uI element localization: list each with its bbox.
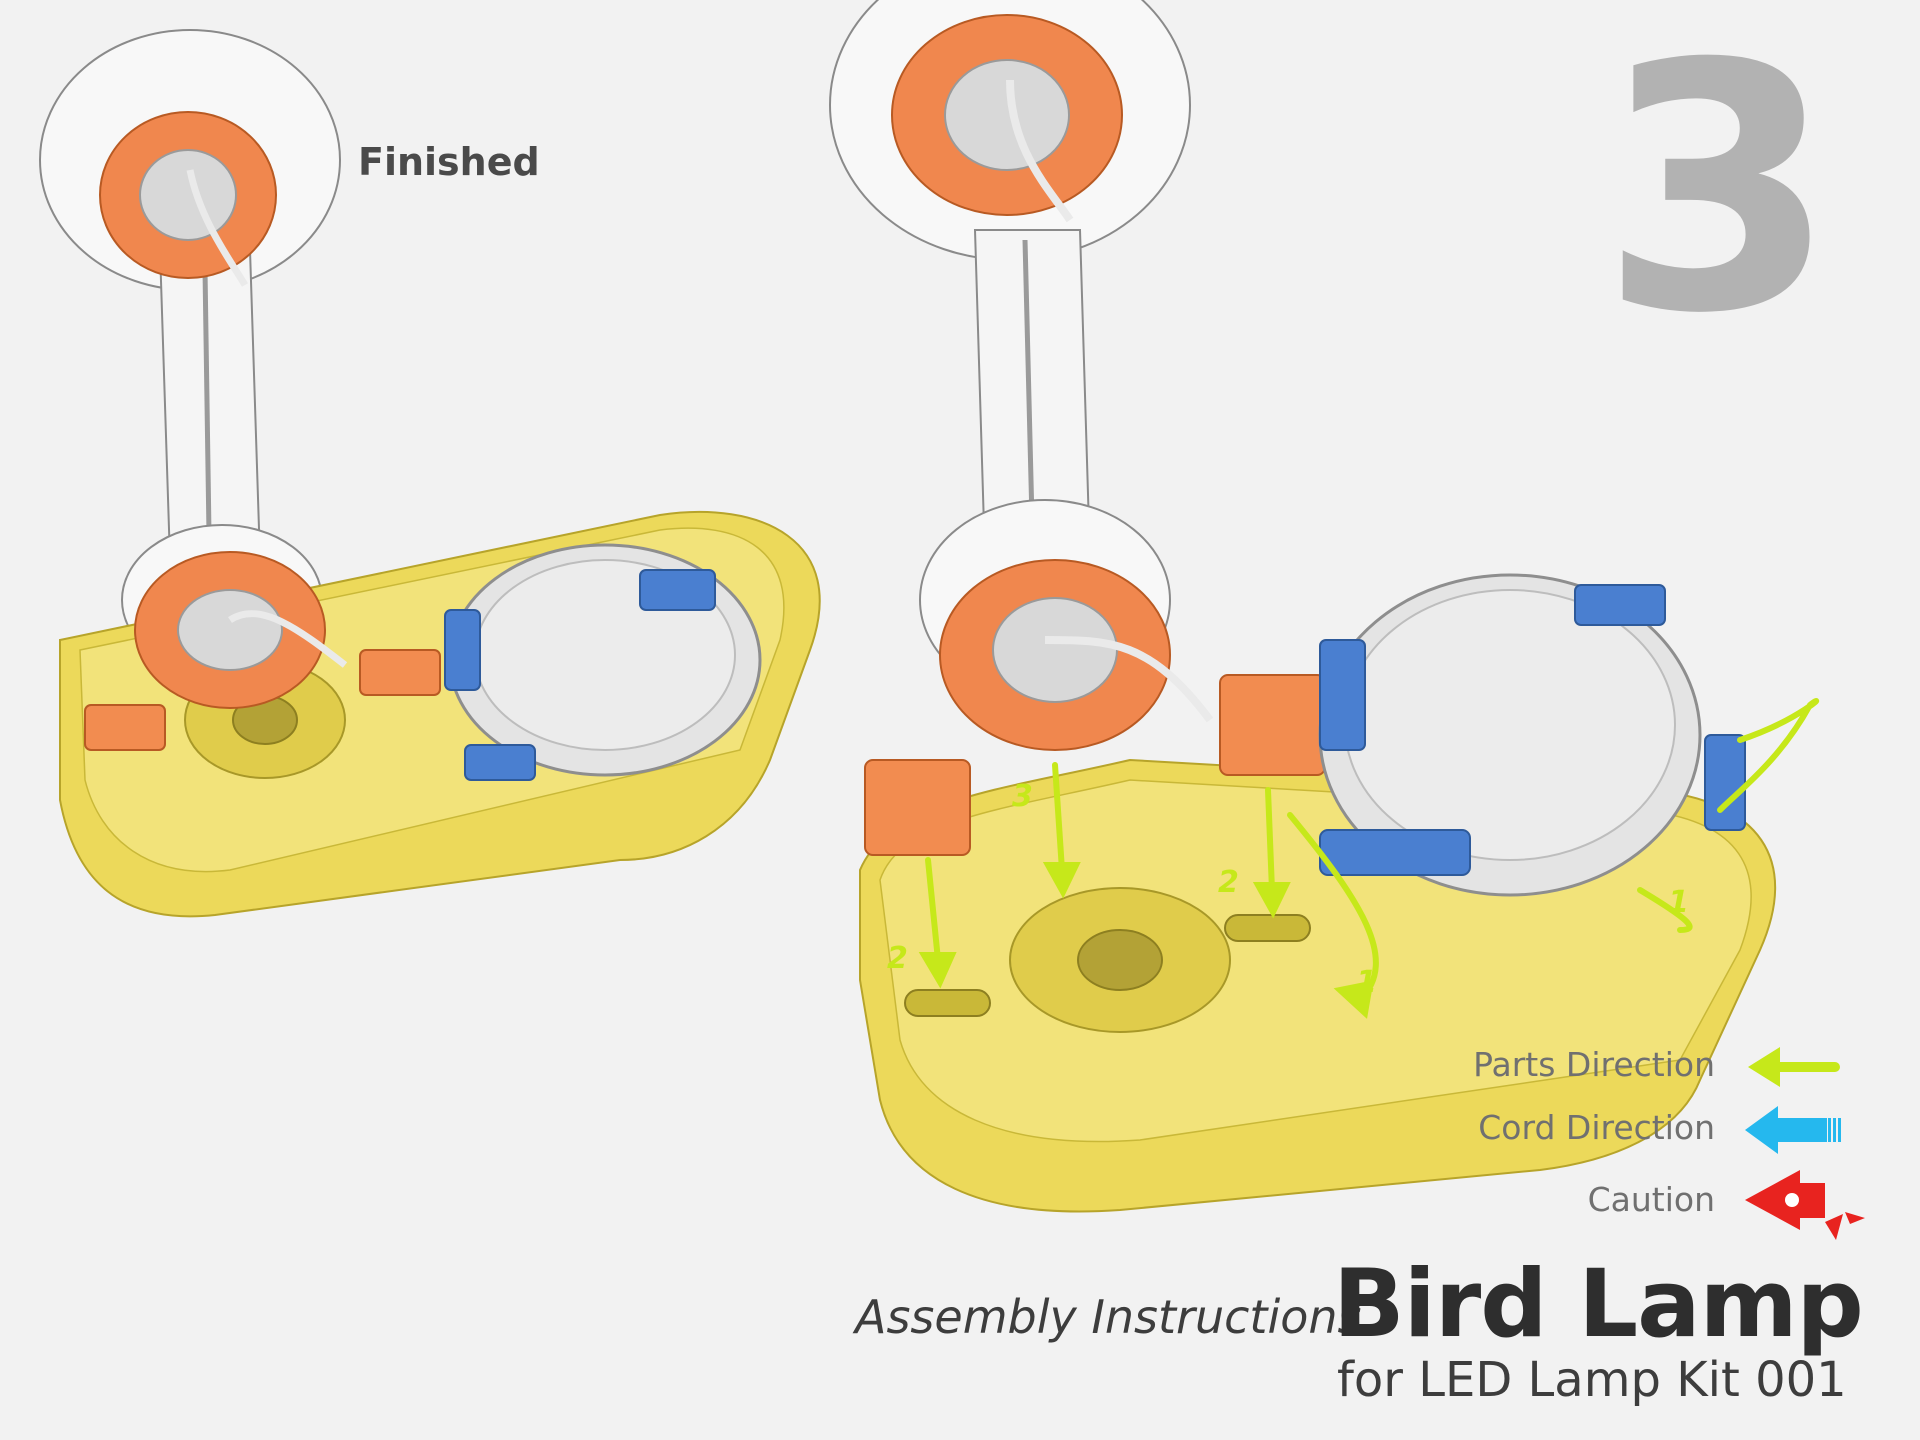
exploded-slot-right	[1224, 914, 1311, 942]
finished-pin-right	[359, 649, 441, 696]
legend-cord-direction: Cord Direction	[1478, 1108, 1715, 1147]
exploded-clip-top	[1574, 584, 1666, 626]
step-number: 3	[1600, 0, 1837, 388]
exploded-clip-bottom	[1319, 829, 1471, 876]
step-tag-cord-pull: 3	[1012, 779, 1033, 814]
finished-assembly	[39, 29, 821, 918]
title-kit: for LED Lamp Kit 001	[1337, 1352, 1847, 1408]
exploded-pin-right	[1219, 674, 1326, 776]
title-main: Bird Lamp	[1333, 1250, 1864, 1359]
caution-icon	[1745, 1170, 1865, 1240]
parts-direction-arrows	[918, 697, 1819, 1019]
step-tag-right-pin: 2	[1218, 865, 1239, 900]
exploded-clip-left	[1319, 639, 1366, 751]
step-tag-left-pin: 2	[887, 941, 908, 976]
finished-clip-bottom	[464, 744, 536, 781]
finished-clip-top	[639, 569, 716, 611]
finished-cord	[186, 169, 348, 668]
cord-direction-icon	[1745, 1106, 1841, 1154]
exploded-clip-right	[1704, 734, 1746, 831]
exploded-slot-left	[904, 989, 991, 1017]
finished-pin-left	[84, 704, 166, 751]
finished-clip-left	[444, 609, 481, 691]
exploded-cord	[1006, 79, 1214, 723]
step-tag-hook-left: 1	[1356, 965, 1377, 1000]
step-tag-hook-right: 1	[1668, 885, 1689, 920]
exploded-pin-left	[864, 759, 971, 856]
finished-label: Finished	[358, 140, 540, 184]
exploded-assembly: 3 2 2 1 1	[829, 0, 1819, 1213]
legend-parts-direction: Parts Direction	[1473, 1045, 1715, 1084]
legend-caution: Caution	[1587, 1180, 1715, 1219]
title-subtitle: Assembly Instructions	[855, 1290, 1362, 1344]
parts-direction-icon	[1748, 1047, 1840, 1087]
